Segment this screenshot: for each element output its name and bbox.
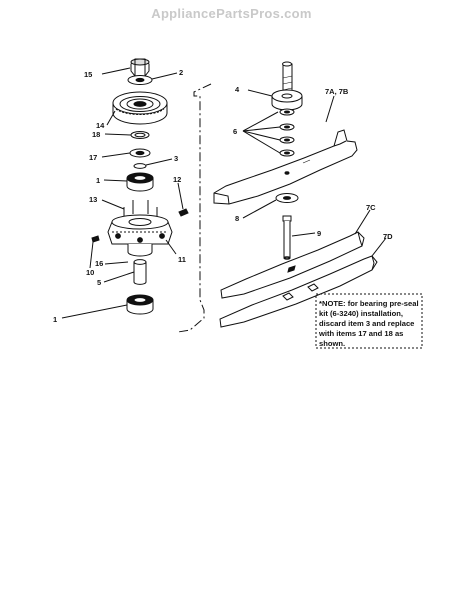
callout-labels: 15 2 14 18 17 3 1 12 13 11 16 10 5 1 4 7… <box>53 68 393 324</box>
part-4-shaft[interactable] <box>282 61 293 95</box>
callout-6: 6 <box>233 127 237 136</box>
callout-11: 11 <box>178 255 186 264</box>
callout-2: 2 <box>179 68 183 77</box>
part-9-bolt[interactable] <box>282 215 292 260</box>
part-7c-blade[interactable] <box>220 231 365 299</box>
callout-14: 14 <box>96 121 105 130</box>
leader-lines-left <box>61 67 184 319</box>
part-1-lower-bearing[interactable] <box>126 294 154 315</box>
callout-1-lower: 1 <box>53 315 57 324</box>
callout-9: 9 <box>317 229 321 238</box>
separator-dashed-line <box>177 83 212 333</box>
callout-5: 5 <box>97 278 101 287</box>
callout-7ab: 7A, 7B <box>325 87 349 96</box>
callout-7c: 7C <box>366 203 376 212</box>
callout-16-mid: 16 <box>95 259 103 268</box>
part-17-washer[interactable] <box>129 148 151 158</box>
part-10-fitting[interactable] <box>91 235 100 243</box>
callout-7d: 7D <box>383 232 393 241</box>
note-box <box>315 293 423 349</box>
part-8-washer[interactable] <box>275 193 299 203</box>
part-14-pulley[interactable] <box>112 91 168 125</box>
part-7d-blade[interactable] <box>219 255 378 328</box>
callout-17: 17 <box>89 153 97 162</box>
part-12-grease-fitting[interactable] <box>178 208 189 217</box>
callout-15: 15 <box>84 70 92 79</box>
site-watermark: AppliancePartsPros.com <box>151 6 312 21</box>
callout-3: 3 <box>174 154 178 163</box>
callout-8: 8 <box>235 214 239 223</box>
part-15-nut[interactable] <box>130 58 150 77</box>
callout-4: 4 <box>235 85 240 94</box>
part-5-spacer[interactable] <box>133 259 147 285</box>
callout-1-upper: 1 <box>96 176 100 185</box>
part-18-ring[interactable] <box>130 131 150 139</box>
callout-13: 13 <box>89 195 97 204</box>
bearing-note-text: *NOTE: for bearing pre-seal kit (6-3240)… <box>319 299 419 348</box>
part-1-upper-bearing[interactable] <box>126 172 154 192</box>
shaft-hub[interactable] <box>271 89 303 111</box>
part-6-washers[interactable] <box>279 108 295 157</box>
spindle-housing[interactable] <box>107 214 173 257</box>
part-3-ring[interactable] <box>133 163 147 169</box>
part-2-washer[interactable] <box>127 75 153 85</box>
callout-12: 12 <box>173 175 181 184</box>
callout-10: 10 <box>86 268 94 277</box>
callout-18: 18 <box>92 130 100 139</box>
part-7ab-blade[interactable] <box>213 129 358 205</box>
leader-lines-right <box>242 89 387 257</box>
